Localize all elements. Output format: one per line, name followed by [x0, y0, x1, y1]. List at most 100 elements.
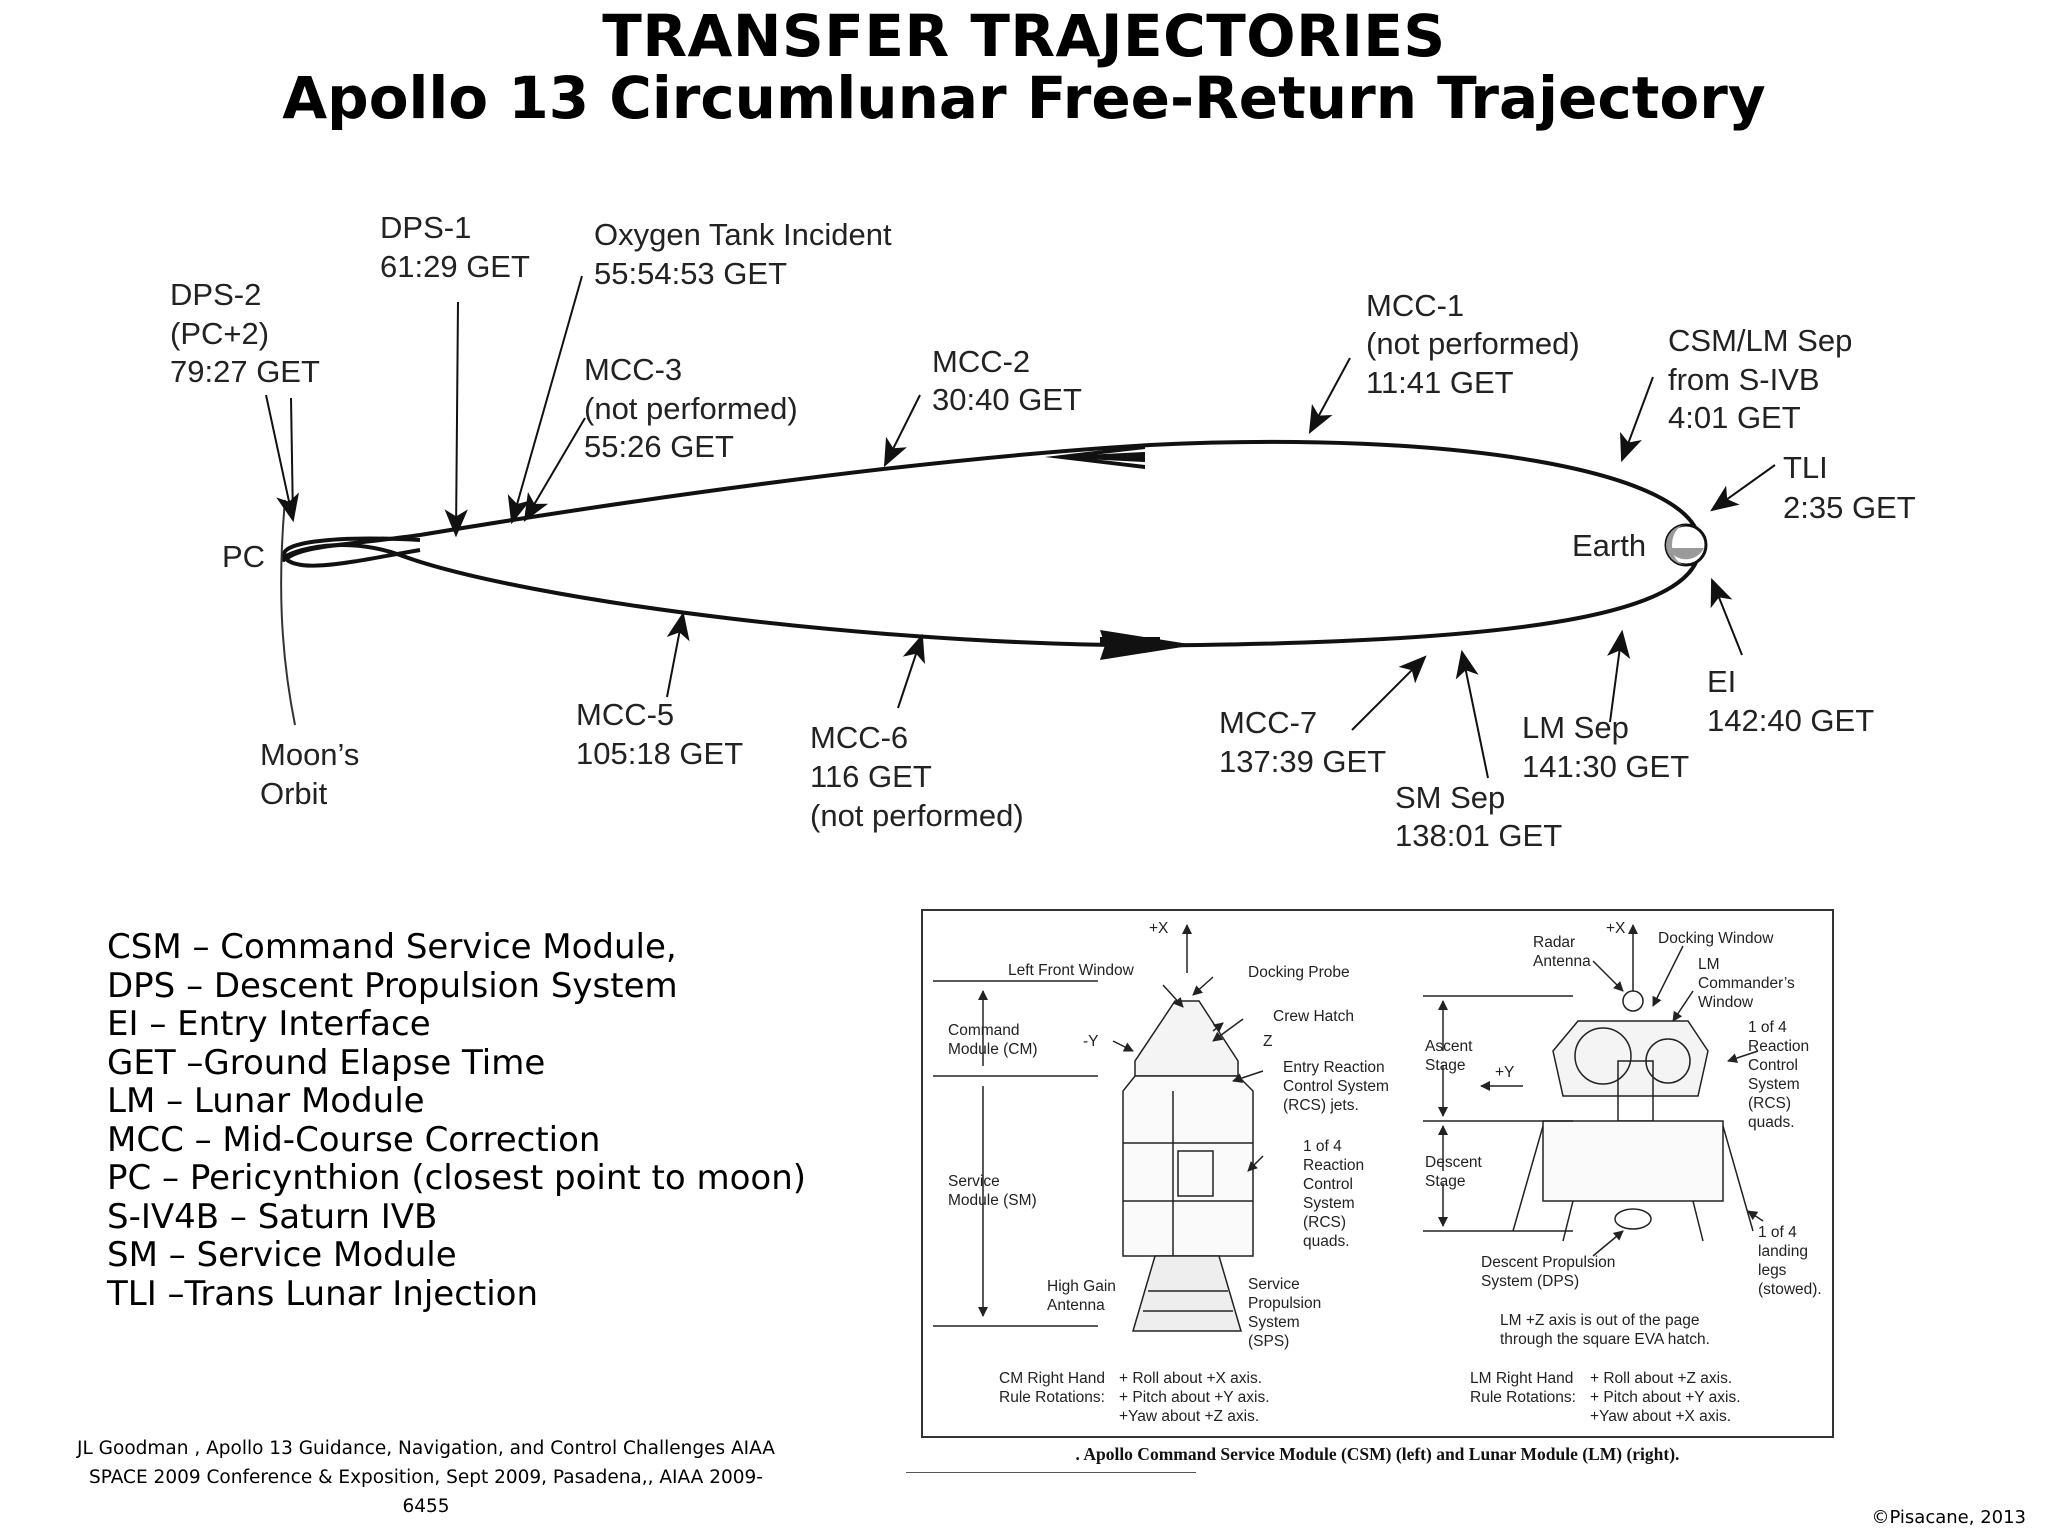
svg-text:116 GET: 116 GET	[810, 759, 932, 794]
svg-text:Rule Rotations:: Rule Rotations:	[1470, 1389, 1576, 1406]
svg-text:Docking Window: Docking Window	[1658, 930, 1774, 947]
svg-text:Stage: Stage	[1425, 1057, 1466, 1074]
return-direction-arrow	[1045, 445, 1145, 469]
svg-text:Command: Command	[948, 1022, 1020, 1039]
label-mcc3: MCC-3 (not performed) 55:26 GET	[584, 352, 798, 464]
lm-drawing	[1423, 924, 1764, 1257]
svg-text:legs: legs	[1758, 1262, 1787, 1279]
legend-item: GET –Ground Elapse Time	[107, 1042, 546, 1083]
trajectory-diagram: DPS-2 (PC+2) 79:27 GET DPS-1 61:29 GET O…	[170, 210, 1916, 853]
svg-text:quads.: quads.	[1748, 1114, 1795, 1131]
svg-text:Antenna: Antenna	[1533, 953, 1591, 970]
svg-text:2:35 GET: 2:35 GET	[1783, 490, 1916, 525]
svg-text:11:41 GET: 11:41 GET	[1366, 365, 1514, 400]
svg-text:from S-IVB: from S-IVB	[1668, 362, 1820, 397]
svg-text:(RCS): (RCS)	[1748, 1095, 1791, 1112]
svg-text:Left Front Window: Left Front Window	[1008, 962, 1135, 979]
legend-item: MCC – Mid-Course Correction	[107, 1119, 601, 1160]
svg-text:55:26 GET: 55:26 GET	[584, 429, 734, 464]
legend-item: CSM – Command Service Module,	[107, 927, 677, 967]
svg-text:LM Sep: LM Sep	[1522, 710, 1629, 745]
svg-text:Stage: Stage	[1425, 1173, 1466, 1190]
svg-text:LM +Z axis is out of the page: LM +Z axis is out of the page	[1500, 1312, 1699, 1329]
label-mcc6: MCC-6 116 GET (not performed)	[810, 720, 1024, 833]
lunar-loop	[281, 536, 421, 568]
svg-text:142:40 GET: 142:40 GET	[1707, 703, 1874, 738]
svg-text:105:18 GET: 105:18 GET	[576, 736, 743, 771]
svg-text:TLI: TLI	[1783, 450, 1828, 485]
svg-text:CM Right Hand: CM Right Hand	[999, 1370, 1105, 1387]
svg-text:Radar: Radar	[1533, 934, 1575, 951]
svg-text:landing: landing	[1758, 1243, 1808, 1260]
legend-item: DPS – Descent Propulsion System	[107, 965, 678, 1006]
label-moon-orbit: Moon’s Orbit	[260, 737, 359, 811]
legend-item: PC – Pericynthion (closest point to moon…	[107, 1158, 807, 1198]
svg-text:+ Pitch about +Y axis.: + Pitch about +Y axis.	[1119, 1389, 1270, 1406]
citation-line: JL Goodman , Apollo 13 Guidance, Navigat…	[77, 1438, 775, 1459]
label-csm-lm-sep: CSM/LM Sep from S-IVB 4:01 GET	[1668, 323, 1852, 435]
svg-text:System: System	[1748, 1076, 1800, 1093]
label-pc: PC	[222, 539, 265, 574]
svg-text:Descent: Descent	[1425, 1154, 1483, 1171]
svg-text:(stowed).: (stowed).	[1758, 1281, 1822, 1298]
page-subtitle: Apollo 13 Circumlunar Free-Return Trajec…	[282, 64, 1766, 132]
svg-text:(not performed): (not performed)	[584, 391, 798, 426]
label-mcc2: MCC-2 30:40 GET	[932, 344, 1082, 417]
figure-caption: . Apollo Command Service Module (CSM) (l…	[1075, 1444, 1680, 1464]
svg-text:System (DPS): System (DPS)	[1481, 1273, 1579, 1290]
moon-orbit-line	[280, 499, 296, 726]
svg-text:Module (CM): Module (CM)	[948, 1041, 1038, 1058]
citation-line: SPACE 2009 Conference & Exposition, Sept…	[89, 1467, 763, 1517]
svg-text:+X: +X	[1606, 920, 1626, 937]
svg-text:+Yaw about +X axis.: +Yaw about +X axis.	[1590, 1408, 1731, 1425]
svg-text:Control: Control	[1303, 1176, 1353, 1193]
svg-text:Commander’s: Commander’s	[1698, 975, 1795, 992]
svg-text:+Yaw about +Z axis.: +Yaw about +Z axis.	[1119, 1408, 1259, 1425]
svg-text:-Y: -Y	[1083, 1033, 1099, 1050]
svg-text:Orbit: Orbit	[260, 776, 328, 811]
label-sm-sep: SM Sep 138:01 GET	[1395, 780, 1562, 853]
svg-text:+ Pitch about +Y axis.: + Pitch about +Y axis.	[1590, 1389, 1741, 1406]
svg-text:138:01 GET: 138:01 GET	[1395, 818, 1562, 853]
svg-text:Oxygen Tank Incident: Oxygen Tank Incident	[594, 217, 892, 252]
legend-item: LM – Lunar Module	[107, 1081, 425, 1121]
legend-item: SM – Service Module	[107, 1235, 457, 1275]
svg-text:System: System	[1248, 1314, 1300, 1331]
svg-text:DPS-2: DPS-2	[170, 277, 261, 312]
label-oxygen-tank: Oxygen Tank Incident 55:54:53 GET	[594, 217, 892, 291]
svg-text:MCC-2: MCC-2	[932, 344, 1030, 379]
svg-text:79:27 GET: 79:27 GET	[170, 354, 320, 389]
svg-text:(RCS): (RCS)	[1303, 1214, 1346, 1231]
label-lm-sep: LM Sep 141:30 GET	[1522, 710, 1689, 784]
svg-text:+ Roll about +Z axis.: + Roll about +Z axis.	[1590, 1370, 1732, 1387]
label-mcc1: MCC-1 (not performed) 11:41 GET	[1366, 288, 1580, 400]
label-mcc7: MCC-7 137:39 GET	[1219, 705, 1386, 779]
svg-text:141:30 GET: 141:30 GET	[1522, 749, 1689, 784]
label-dps1: DPS-1 61:29 GET	[380, 210, 530, 284]
label-earth: Earth	[1572, 528, 1646, 563]
legend-item: S-IV4B – Saturn IVB	[107, 1196, 438, 1237]
svg-text:LM: LM	[1698, 956, 1720, 973]
svg-text:(not performed): (not performed)	[810, 798, 1024, 833]
svg-text:System: System	[1303, 1195, 1355, 1212]
spacecraft-drawing: +X Left Front Window Docking Probe Crew …	[933, 920, 1822, 1425]
svg-text:Antenna: Antenna	[1047, 1297, 1105, 1314]
svg-text:30:40 GET: 30:40 GET	[932, 382, 1082, 417]
svg-text:MCC-3: MCC-3	[584, 352, 682, 387]
svg-text:SM Sep: SM Sep	[1395, 780, 1505, 815]
svg-text:Window: Window	[1698, 994, 1754, 1011]
svg-text:Reaction: Reaction	[1748, 1038, 1809, 1055]
svg-text:quads.: quads.	[1303, 1233, 1350, 1250]
label-mcc5: MCC-5 105:18 GET	[576, 697, 743, 771]
csm-labels: +X Left Front Window Docking Probe Crew …	[948, 920, 1389, 1425]
svg-text:Module (SM): Module (SM)	[948, 1192, 1037, 1209]
svg-text:Control: Control	[1748, 1057, 1798, 1074]
trajectory-return	[283, 439, 1702, 562]
svg-text:EI: EI	[1707, 664, 1736, 699]
svg-text:CSM/LM Sep: CSM/LM Sep	[1668, 323, 1852, 358]
svg-text:Moon’s: Moon’s	[260, 737, 359, 772]
svg-text:Docking Probe: Docking Probe	[1248, 964, 1350, 981]
trajectory-outbound	[280, 543, 1702, 648]
svg-text:Reaction: Reaction	[1303, 1157, 1364, 1174]
svg-text:Descent Propulsion: Descent Propulsion	[1481, 1254, 1615, 1271]
